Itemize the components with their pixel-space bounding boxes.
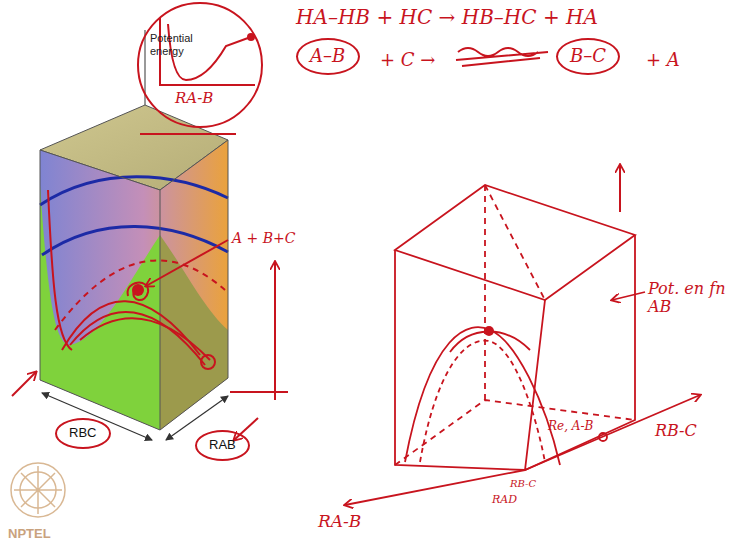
axis-label: RB-C: [655, 422, 697, 440]
node-text: RAB: [209, 438, 236, 453]
circled-molecule: A–B: [296, 38, 360, 75]
inset-plot-circle: RA-B: [137, 2, 263, 128]
annotation: Pot. en fn AB: [648, 280, 726, 317]
circled-molecule: B–C: [556, 38, 620, 75]
axis-label: RA-B: [318, 512, 361, 532]
node-text: RBC: [69, 426, 96, 441]
axis-label: Potential energy: [150, 32, 212, 57]
node-text: A–B: [310, 46, 345, 67]
axis-label: RB-C: [510, 478, 536, 490]
reaction-part: + A: [646, 50, 680, 71]
circled-axis-label: RAB: [195, 430, 250, 461]
reaction-equation: HA–HB + HC → HB–HC + HA: [296, 6, 598, 29]
circled-axis-label: RBC: [55, 418, 111, 449]
state-label: A + B+C: [232, 230, 295, 246]
node-text: RA-B: [175, 90, 213, 107]
reaction-part: + C →: [380, 50, 435, 71]
watermark: NPTEL: [8, 527, 51, 542]
axis-label: Re, A-B: [548, 420, 593, 434]
axis-label: RAD: [492, 494, 517, 507]
node-text: B–C: [570, 46, 606, 67]
